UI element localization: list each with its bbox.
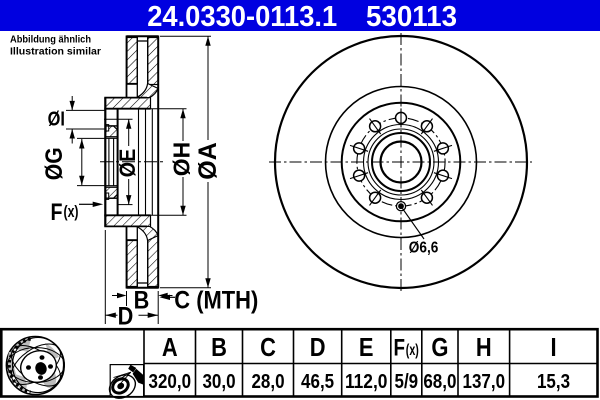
svg-text:ØI: ØI — [48, 109, 65, 131]
svg-text:320,0: 320,0 — [149, 371, 192, 393]
svg-text:D: D — [118, 303, 134, 331]
svg-text:I: I — [550, 334, 556, 362]
svg-text:137,0: 137,0 — [463, 371, 506, 393]
svg-text:15,3: 15,3 — [537, 371, 570, 393]
svg-text:G: G — [431, 334, 448, 362]
svg-text:Abbildung ähnlich: Abbildung ähnlich — [10, 34, 91, 46]
svg-text:68,0: 68,0 — [423, 371, 456, 393]
svg-text:B: B — [211, 334, 227, 362]
svg-text:C: C — [260, 334, 276, 362]
svg-text:ØG: ØG — [41, 147, 68, 180]
svg-text:5/9: 5/9 — [395, 371, 419, 393]
svg-text:530113: 530113 — [366, 1, 457, 33]
svg-text:C (MTH): C (MTH) — [174, 287, 258, 315]
svg-text:112,0: 112,0 — [345, 371, 388, 393]
svg-text:A: A — [162, 334, 178, 362]
svg-text:E: E — [359, 334, 374, 362]
svg-text:D: D — [310, 334, 326, 362]
svg-text:ØA: ØA — [194, 142, 222, 180]
svg-text:H: H — [476, 334, 492, 362]
svg-text:ØE: ØE — [115, 149, 140, 178]
svg-text:46,5: 46,5 — [301, 371, 334, 393]
svg-text:(x): (x) — [406, 342, 419, 359]
svg-text:F: F — [51, 199, 63, 226]
svg-text:ØH: ØH — [169, 142, 195, 177]
svg-text:B: B — [134, 287, 150, 315]
svg-text:F: F — [394, 335, 406, 362]
svg-text:Illustration similar: Illustration similar — [10, 46, 101, 58]
svg-text:28,0: 28,0 — [251, 371, 284, 393]
svg-text:24.0330-0113.1: 24.0330-0113.1 — [147, 1, 337, 33]
svg-text:Ø6,6: Ø6,6 — [409, 239, 439, 256]
svg-text:30,0: 30,0 — [202, 371, 235, 393]
svg-text:(x): (x) — [64, 202, 79, 221]
